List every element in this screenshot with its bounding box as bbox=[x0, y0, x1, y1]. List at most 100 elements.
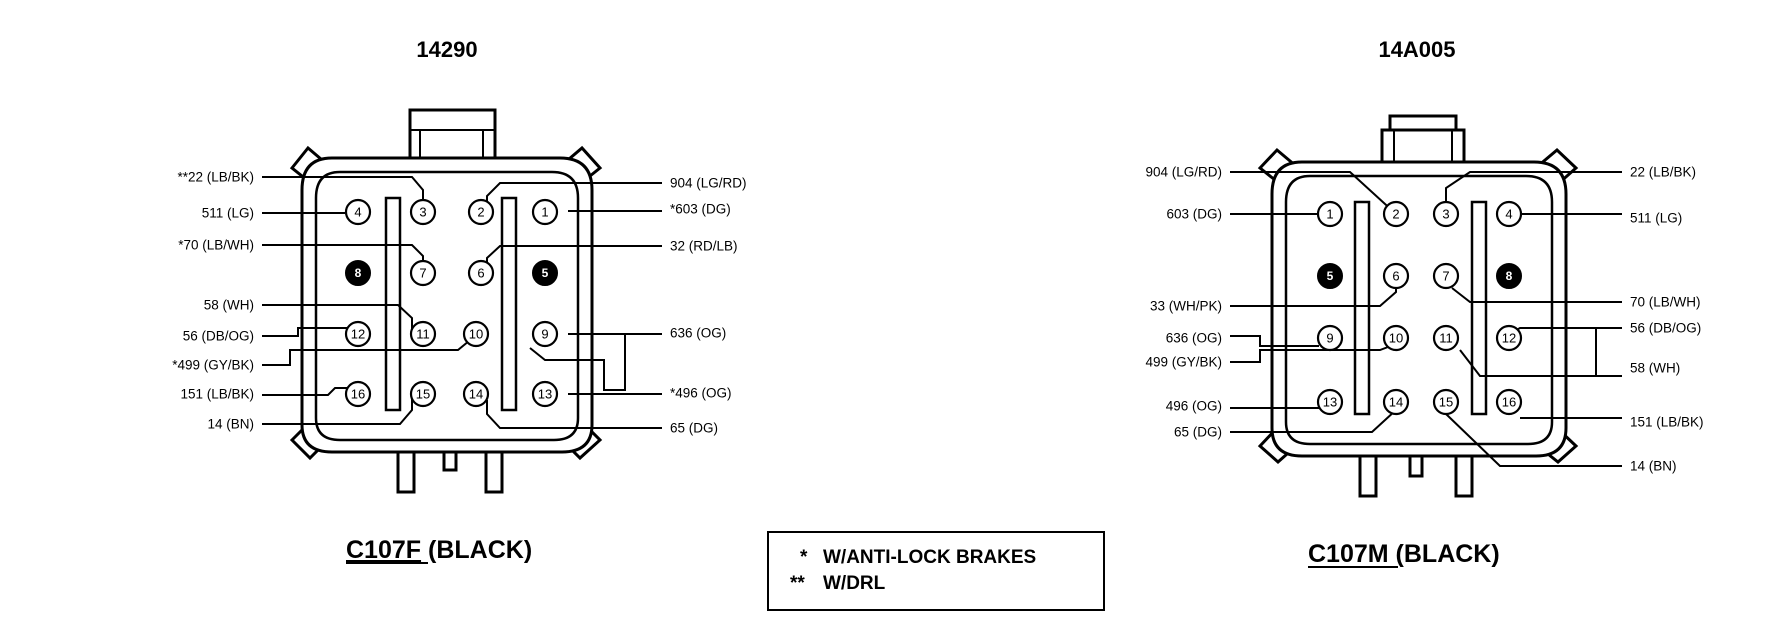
pin-16: 16 bbox=[344, 380, 372, 408]
right-divider-bar-2 bbox=[1470, 200, 1488, 416]
right-connector: 14A005 bbox=[1145, 37, 1704, 568]
left-bottom-terminals bbox=[396, 446, 504, 494]
pin-10: 10 bbox=[462, 320, 490, 348]
wire-label: 496 (OG) bbox=[1166, 399, 1222, 414]
wire-label: 904 (LG/RD) bbox=[670, 176, 747, 191]
svg-text:11: 11 bbox=[1439, 331, 1453, 346]
wire-label: *603 (DG) bbox=[670, 202, 731, 217]
pin-5: 5 bbox=[1317, 263, 1343, 289]
svg-text:10: 10 bbox=[469, 327, 483, 342]
wire-label: **22 (LB/BK) bbox=[177, 170, 254, 185]
svg-text:1: 1 bbox=[541, 205, 548, 220]
svg-text:13: 13 bbox=[1323, 395, 1337, 410]
right-connector-label: C107M (BLACK) bbox=[1308, 540, 1500, 568]
svg-text:2: 2 bbox=[477, 205, 484, 220]
wire-label: 56 (DB/OG) bbox=[1630, 321, 1701, 336]
svg-text:4: 4 bbox=[354, 205, 361, 220]
pin-9: 9 bbox=[1316, 324, 1344, 352]
left-wire-labels: **22 (LB/BK) 511 (LG) *70 (LB/WH) 58 (WH… bbox=[172, 170, 746, 436]
svg-text:12: 12 bbox=[351, 327, 365, 342]
right-wire-lines bbox=[1230, 171, 1622, 467]
pin-2: 2 bbox=[1382, 200, 1410, 228]
pin-2: 2 bbox=[467, 198, 495, 226]
svg-text:9: 9 bbox=[541, 327, 548, 342]
svg-text:5: 5 bbox=[542, 266, 549, 280]
wire-label: 58 (WH) bbox=[1630, 361, 1680, 376]
wire-label: *70 (LB/WH) bbox=[178, 238, 254, 253]
legend-box: * W/ANTI-LOCK BRAKES ** W/DRL bbox=[767, 531, 1105, 611]
wire-label: *496 (OG) bbox=[670, 386, 732, 401]
pin-14: 14 bbox=[1382, 388, 1410, 416]
svg-text:3: 3 bbox=[1442, 207, 1449, 222]
pin-6: 6 bbox=[1382, 262, 1410, 290]
legend-mark-1: * bbox=[800, 547, 808, 568]
pin-1: 1 bbox=[531, 198, 559, 226]
svg-text:7: 7 bbox=[419, 266, 426, 281]
pin-14: 14 bbox=[462, 380, 490, 408]
right-pins: 1 2 3 4 5 6 7 8 9 10 11 12 13 14 15 16 bbox=[1316, 200, 1523, 416]
pin-5: 5 bbox=[532, 260, 558, 286]
wire-label: 58 (WH) bbox=[204, 298, 254, 313]
wire-label: 32 (RD/LB) bbox=[670, 239, 738, 254]
wire-label: 603 (DG) bbox=[1166, 207, 1222, 222]
legend-mark-2: ** bbox=[790, 573, 805, 594]
svg-text:6: 6 bbox=[1392, 269, 1399, 284]
wire-label: 22 (LB/BK) bbox=[1630, 165, 1696, 180]
pin-6: 6 bbox=[467, 259, 495, 287]
pin-8: 8 bbox=[1496, 263, 1522, 289]
svg-text:1: 1 bbox=[1326, 207, 1333, 222]
wire-label: 511 (LG) bbox=[1630, 211, 1682, 226]
right-wire-labels: 904 (LG/RD) 603 (DG) 33 (WH/PK) 636 (OG)… bbox=[1145, 165, 1703, 474]
wire-label: 65 (DG) bbox=[1174, 425, 1222, 440]
pin-11: 11 bbox=[409, 320, 437, 348]
svg-text:11: 11 bbox=[416, 327, 430, 342]
pin-4: 4 bbox=[1495, 200, 1523, 228]
pin-9: 9 bbox=[531, 320, 559, 348]
svg-text:15: 15 bbox=[416, 387, 430, 402]
wire-label: 65 (DG) bbox=[670, 421, 718, 436]
right-divider-bar-1 bbox=[1353, 200, 1371, 416]
svg-text:16: 16 bbox=[351, 387, 365, 402]
pin-3: 3 bbox=[1432, 200, 1460, 228]
wire-label: 70 (LB/WH) bbox=[1630, 295, 1701, 310]
legend-text-2: W/DRL bbox=[823, 573, 886, 594]
wire-label: 151 (LB/BK) bbox=[1630, 415, 1704, 430]
left-connector: 14290 bbox=[172, 37, 747, 564]
wire-label: 56 (DB/OG) bbox=[183, 329, 254, 344]
pin-1: 1 bbox=[1316, 200, 1344, 228]
svg-text:14: 14 bbox=[469, 387, 483, 402]
wire-label: 33 (WH/PK) bbox=[1150, 299, 1222, 314]
left-part-number: 14290 bbox=[416, 37, 477, 62]
wire-label: 636 (OG) bbox=[1166, 331, 1222, 346]
right-bottom-terminals bbox=[1358, 450, 1474, 498]
pin-11: 11 bbox=[1432, 324, 1460, 352]
svg-text:15: 15 bbox=[1439, 395, 1453, 410]
left-pins: 3 2 1 4 8 7 6 5 12 11 10 9 16 15 14 13 bbox=[344, 198, 559, 408]
pin-10: 10 bbox=[1382, 324, 1410, 352]
wire-label: 499 (GY/BK) bbox=[1145, 355, 1222, 370]
pin-4: 4 bbox=[344, 198, 372, 226]
pin-7: 7 bbox=[1432, 262, 1460, 290]
svg-text:16: 16 bbox=[1502, 395, 1516, 410]
pin-13: 13 bbox=[531, 380, 559, 408]
svg-text:10: 10 bbox=[1389, 331, 1403, 346]
svg-text:12: 12 bbox=[1502, 331, 1516, 346]
left-divider-bar-2 bbox=[500, 196, 518, 412]
left-top-latch bbox=[408, 108, 497, 160]
right-part-number: 14A005 bbox=[1378, 37, 1455, 62]
pin-12: 12 bbox=[344, 320, 372, 348]
svg-text:3: 3 bbox=[419, 205, 426, 220]
pin-15: 15 bbox=[1432, 388, 1460, 416]
pin-13: 13 bbox=[1316, 388, 1344, 416]
wire-label: 14 (BN) bbox=[1630, 459, 1677, 474]
pin-16: 16 bbox=[1495, 388, 1523, 416]
wire-label: 14 (BN) bbox=[207, 417, 254, 432]
pin-15: 15 bbox=[409, 380, 437, 408]
pin-12: 12 bbox=[1495, 324, 1523, 352]
svg-text:5: 5 bbox=[1327, 269, 1334, 283]
pin-7: 7 bbox=[409, 259, 437, 287]
legend-text-1: W/ANTI-LOCK BRAKES bbox=[823, 547, 1036, 568]
svg-text:13: 13 bbox=[538, 387, 552, 402]
svg-text:8: 8 bbox=[1506, 269, 1513, 283]
